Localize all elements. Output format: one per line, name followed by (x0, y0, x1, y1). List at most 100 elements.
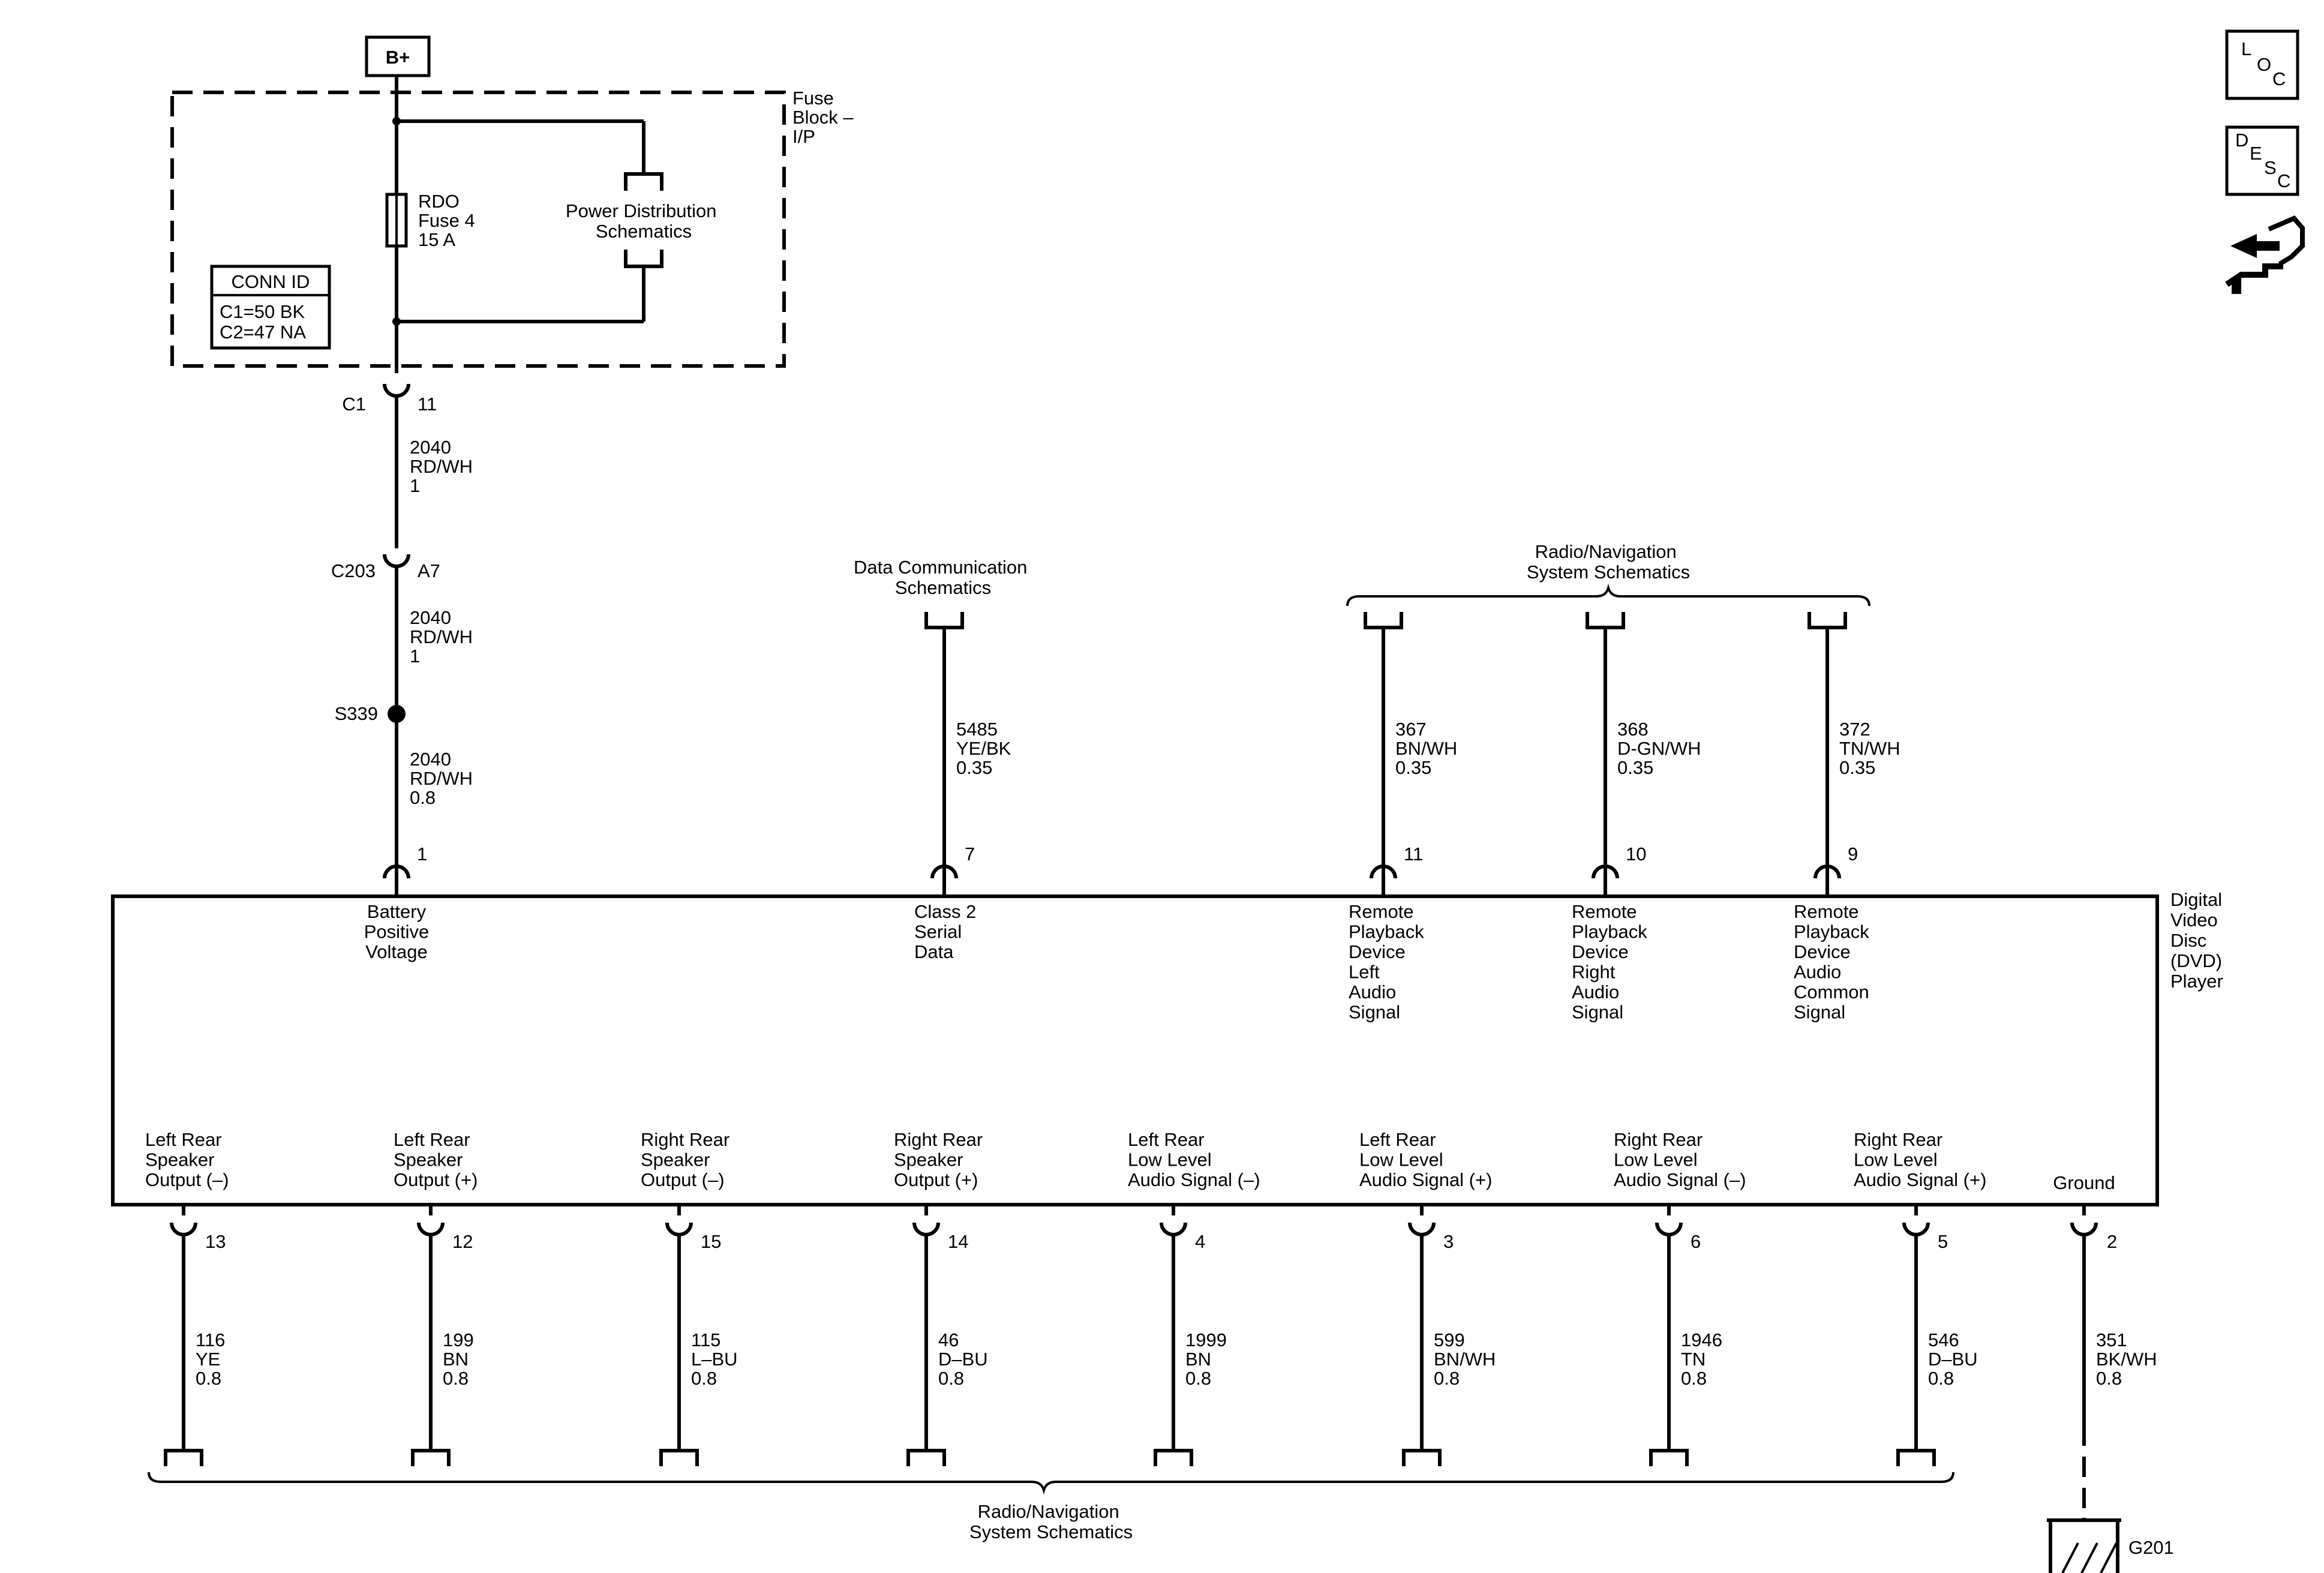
function-label-line: Class 2 (914, 901, 976, 922)
function-label-line: Output (+) (394, 1169, 478, 1190)
desc-letter: S (2264, 157, 2277, 178)
desc-letter: D (2235, 130, 2248, 151)
radio-navigation-top-reference: Radio/Navigation System Schematics (1346, 541, 1870, 629)
function-label-line: Signal (1794, 1002, 1845, 1023)
function-label-line: Signal (1349, 1002, 1400, 1023)
ground-pin-terminal (2070, 1222, 2098, 1236)
function-label-line: Speaker (394, 1149, 463, 1170)
wire-label-line: 0.8 (691, 1368, 717, 1389)
radio-navigation-bottom-brace (148, 1472, 1954, 1495)
wire-label-line: 115 (691, 1329, 720, 1350)
function-label-line: Voltage (365, 941, 427, 962)
wire-label-line: 0.8 (1928, 1368, 1954, 1389)
radio-navigation-top-brace (1346, 583, 1870, 607)
pin-terminal (665, 1222, 693, 1236)
ground-circuit: Ground 2 351 BK/WH 0.8 G201 (2047, 1172, 2174, 1573)
wire-label-line: D-GN/WH (1617, 738, 1701, 759)
wire-label-line: TN/WH (1839, 738, 1900, 759)
function-label-line: Low Level (1854, 1149, 1938, 1170)
connector-c203-symbol (383, 554, 410, 568)
connector-c1-symbol (383, 383, 410, 398)
desc-button[interactable]: D E S C (2225, 125, 2299, 196)
pin-terminal (1592, 864, 1619, 879)
wire-label-line: D–BU (938, 1349, 988, 1370)
wire-label-line: BN/WH (1434, 1349, 1496, 1370)
wire-label-line: 368 (1617, 719, 1649, 740)
ground-wire-label: 351 BK/WH 0.8 (2096, 1329, 2162, 1389)
wire-label-line: BN (443, 1349, 469, 1370)
ground-pin-number: 2 (2107, 1231, 2117, 1252)
wire-label-line: YE (196, 1349, 220, 1370)
pin-number: 11 (1404, 843, 1423, 864)
function-label-line: Device (1349, 941, 1406, 962)
function-label-line: Battery (367, 901, 427, 922)
wire-label-line: 116 (196, 1329, 225, 1350)
wire-label-line: 546 (1928, 1329, 1959, 1350)
conn-id-line: C2=47 NA (220, 322, 306, 343)
wire-2040-label: 2040 RD/WH 1 (410, 437, 478, 496)
ground-symbol (2047, 1518, 2121, 1573)
wire-label-line: 0.8 (443, 1368, 469, 1389)
function-label-line: Output (–) (641, 1169, 725, 1190)
pin-number: 3 (1443, 1231, 1454, 1252)
wire-label-line: TN (1681, 1349, 1706, 1370)
wire-label-line: 5485 (956, 719, 998, 740)
loc-button[interactable]: L O C (2225, 29, 2299, 100)
wire-label-line: 0.8 (1185, 1368, 1211, 1389)
fuse-block-label: Fuse Block – I/P (792, 88, 858, 147)
connector-arrows-icon[interactable] (2225, 215, 2305, 294)
function-label-line: Audio Signal (+) (1359, 1169, 1492, 1190)
wire-label-line: L–BU (691, 1349, 738, 1370)
pin-number: 12 (452, 1231, 473, 1252)
function-label-line: Left Rear (1359, 1129, 1436, 1150)
pin-terminal (1370, 864, 1397, 879)
radio-navigation-bottom-label: Radio/Navigation System Schematics (969, 1501, 1133, 1542)
data-communication-connector (924, 612, 964, 629)
pin-terminal (930, 864, 958, 879)
function-label-line: Low Level (1614, 1149, 1698, 1170)
pin-terminal (1902, 1222, 1930, 1236)
function-label-line: Signal (1572, 1002, 1623, 1023)
wire-label-line: 0.35 (1839, 757, 1875, 778)
pin-number: 5 (1938, 1231, 1948, 1252)
pin-terminal (912, 1222, 940, 1236)
function-label-line: Device (1572, 941, 1629, 962)
connector-c1-pin: 11 (418, 394, 437, 415)
pin-number: 14 (948, 1231, 968, 1252)
function-label-line: Common (1794, 981, 1869, 1002)
wire-label-line: BN/WH (1395, 738, 1457, 759)
ground-name: G201 (2128, 1537, 2174, 1558)
dvd-player-label: Digital Video Disc (DVD) Player (2170, 889, 2227, 992)
battery-supply-label: B+ (386, 47, 410, 68)
ground-function-label: Ground (2053, 1172, 2115, 1193)
wire-label-line: 0.8 (1681, 1368, 1707, 1389)
pin-number: 9 (1848, 843, 1858, 864)
function-label-line: Positive (364, 921, 430, 942)
function-label-line: Playback (1572, 921, 1647, 942)
pin-terminal (170, 1222, 197, 1236)
fuse-block: Fuse Block – I/P B+ RDO Fuse 4 15 A Powe… (170, 35, 858, 373)
function-label-line: Playback (1794, 921, 1869, 942)
radio-navigation-connector (659, 1449, 699, 1466)
pin-number: 15 (701, 1231, 721, 1252)
wire-label-line: 199 (443, 1329, 474, 1350)
function-label-line: Right Rear (894, 1129, 983, 1150)
function-label-line: Audio Signal (–) (1614, 1169, 1746, 1190)
fuse-label: RDO Fuse 4 15 A (418, 191, 480, 250)
wire-2040-label: 2040 RD/WH 0.8 (410, 749, 478, 808)
wire-label-line: 0.35 (1395, 757, 1431, 778)
